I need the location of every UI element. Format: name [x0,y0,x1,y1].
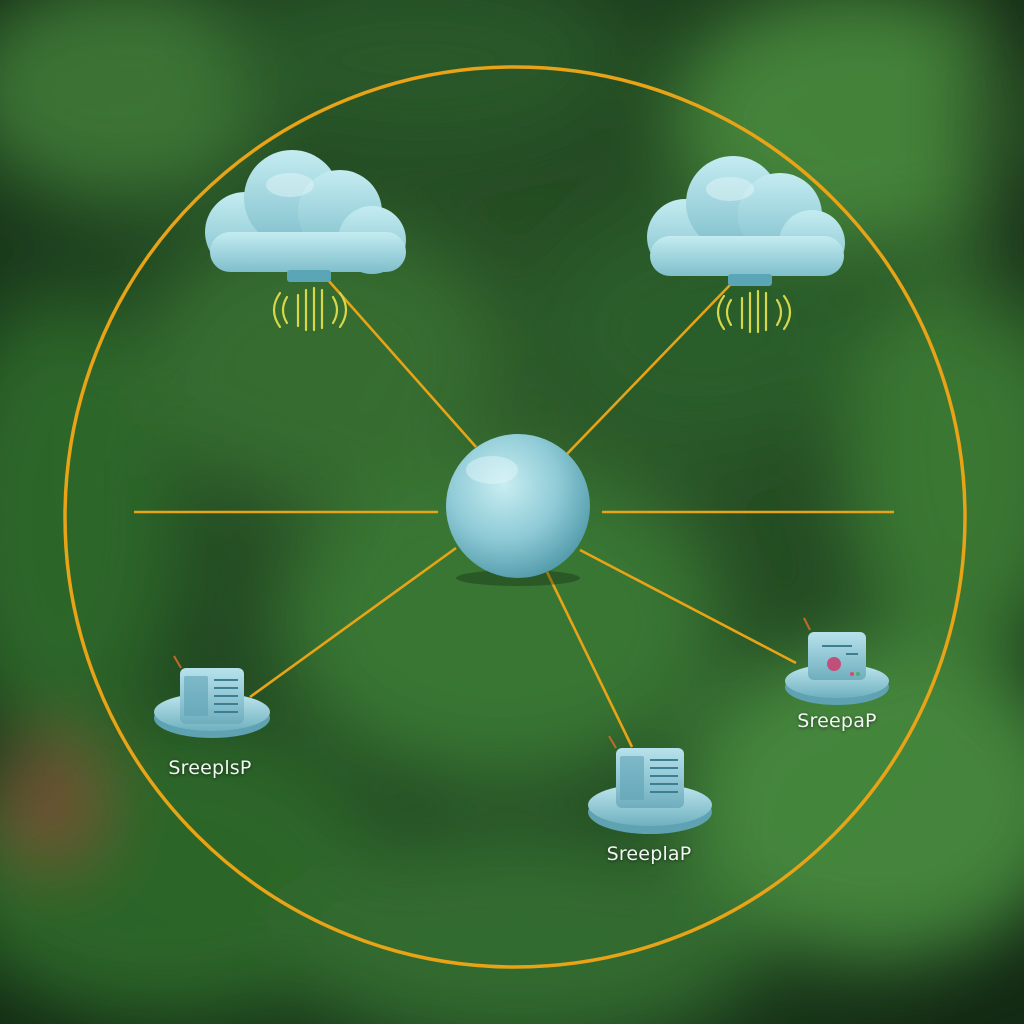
link-right-cloud [565,284,731,456]
device-bottom [588,735,712,834]
device-right [785,617,889,705]
signal-icon-right [716,289,792,334]
network-boundary-ring [63,65,967,969]
cloud-right [647,156,845,286]
device-left-label: SreeplsP [168,757,252,779]
link-left-cloud [327,279,477,448]
cloud-left [205,150,406,282]
link-device-right [579,548,797,665]
central-hub [446,434,590,586]
device-bottom-label: SreeplaP [606,843,692,865]
link-device-left [249,546,457,699]
link-device-bottom [545,571,634,748]
device-left [154,655,270,738]
signal-icon-left [272,286,348,332]
device-right-label: SreepaP [797,710,877,732]
connection-lines [134,279,894,748]
